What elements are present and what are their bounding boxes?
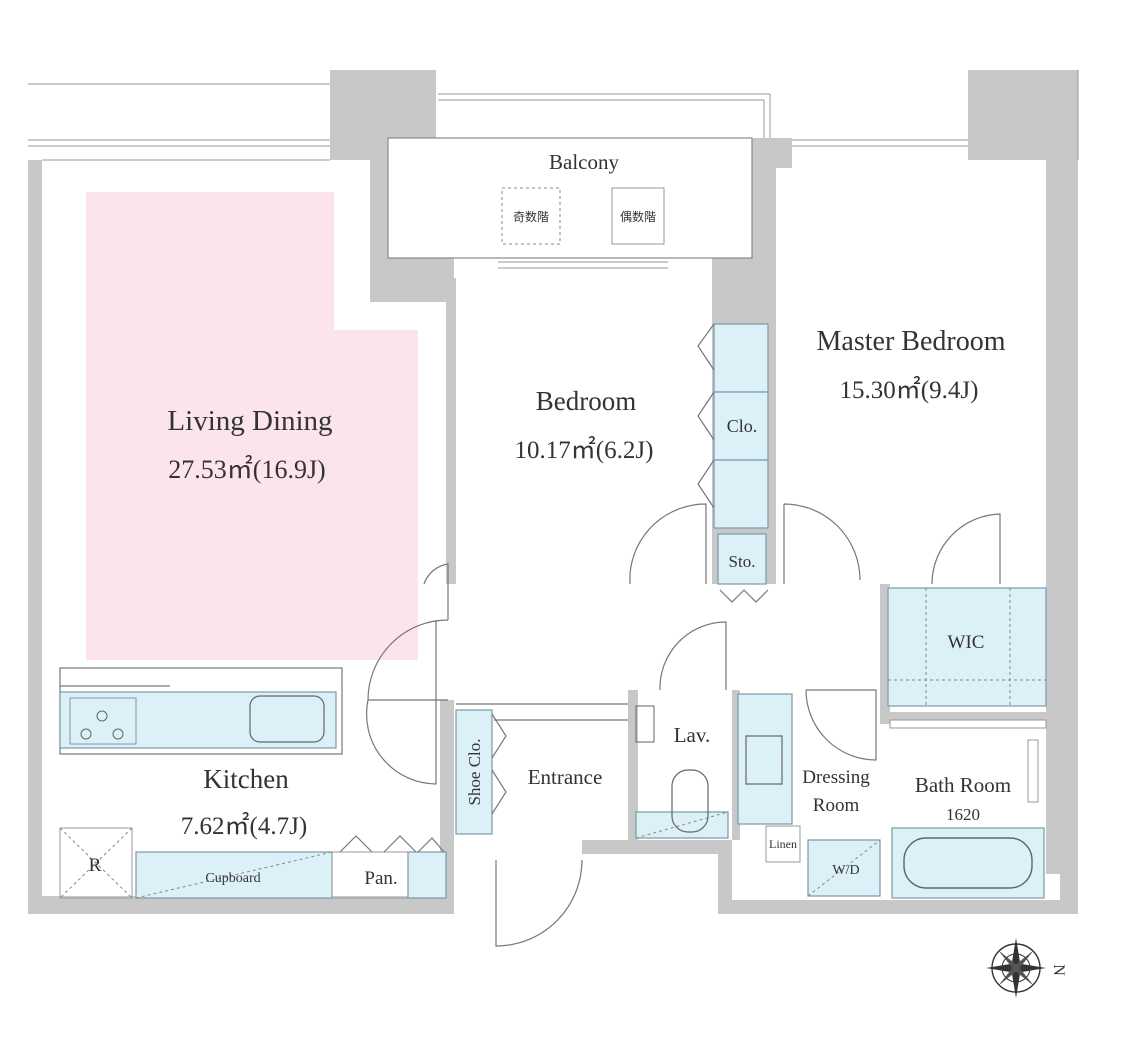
room-labels: Balcony 奇数階 偶数階 Living Dining 27.53㎡(16.… bbox=[89, 150, 1067, 976]
living-dining-area: 27.53㎡(16.9J) bbox=[168, 455, 325, 484]
master-bedroom-label: Master Bedroom bbox=[817, 326, 1006, 357]
linen-label: Linen bbox=[769, 837, 797, 851]
closets bbox=[455, 323, 1047, 835]
compass-icon bbox=[986, 938, 1046, 998]
bath-room-size: 1620 bbox=[946, 805, 980, 824]
kitchen-counter bbox=[59, 667, 343, 755]
walls bbox=[28, 70, 1078, 914]
dressing-room-label-line2: Room bbox=[813, 795, 860, 816]
lavatory-label: Lav. bbox=[674, 723, 711, 747]
compass-north-label: N bbox=[1050, 964, 1067, 976]
balcony-label: Balcony bbox=[549, 150, 619, 174]
living-dining-highlight bbox=[86, 192, 418, 660]
stairs-odd-label: 奇数階 bbox=[513, 209, 549, 224]
kitchen-storage bbox=[59, 827, 447, 899]
pantry-label: Pan. bbox=[364, 868, 397, 889]
balcony-area bbox=[387, 137, 753, 259]
refrigerator-label: R bbox=[89, 855, 102, 876]
entrance-label: Entrance bbox=[528, 765, 603, 789]
kitchen-area: 7.62㎡(4.7J) bbox=[181, 812, 307, 840]
sink-icon bbox=[249, 695, 325, 743]
master-bedroom-area: 15.30㎡(9.4J) bbox=[840, 376, 979, 404]
wic-label: WIC bbox=[948, 632, 985, 653]
washer-dryer-label: W/D bbox=[832, 863, 859, 878]
bath-room-label: Bath Room bbox=[915, 773, 1011, 797]
bedroom-area: 10.17㎡(6.2J) bbox=[515, 436, 654, 464]
window-frames bbox=[28, 70, 1079, 269]
shoe-closet-label: Shoe Clo. bbox=[465, 738, 484, 805]
bedroom-label: Bedroom bbox=[536, 386, 637, 416]
closet-label: Clo. bbox=[727, 416, 758, 436]
kitchen-label: Kitchen bbox=[203, 764, 289, 794]
toilet-icon bbox=[671, 769, 709, 833]
wet-area-fixtures bbox=[635, 693, 1047, 899]
bathtub-icon bbox=[903, 837, 1033, 889]
dressing-room-label-line1: Dressing bbox=[802, 767, 870, 788]
cupboard-label: Cupboard bbox=[205, 871, 260, 886]
storage-label: Sto. bbox=[729, 552, 756, 571]
stairs-even-label: 偶数階 bbox=[620, 209, 656, 224]
doors bbox=[365, 503, 1001, 947]
stairs-even-floor bbox=[611, 187, 665, 245]
burner-icon bbox=[96, 710, 108, 722]
living-dining-label: Living Dining bbox=[167, 405, 332, 437]
stairs-odd-floor bbox=[501, 187, 561, 245]
stove-icon bbox=[69, 697, 137, 745]
